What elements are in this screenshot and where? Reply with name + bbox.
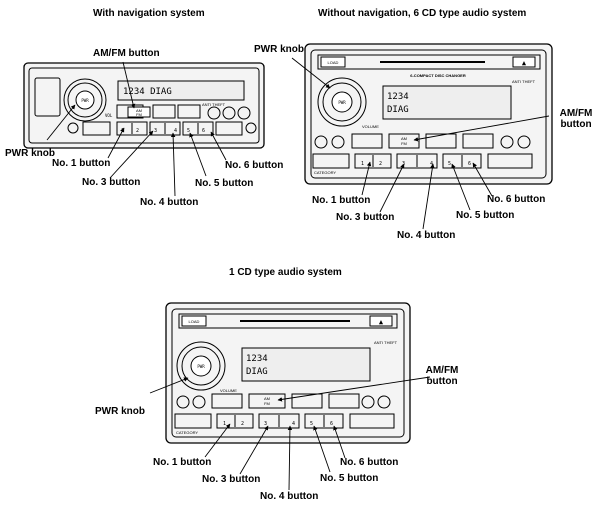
one-cd-amfm-button[interactable]: [248, 393, 286, 409]
nav-preset-4: 4: [174, 128, 177, 134]
six-cd-label-amfm-line1: AM/FM: [559, 108, 593, 119]
six-cd-preset-1: 1: [361, 161, 364, 167]
nav-preset-3: 3: [154, 128, 157, 134]
nav-preset-6: 6: [202, 128, 205, 134]
nav-label-no3: No. 3 button: [82, 177, 141, 188]
nav-antitheft-text: ANTI THEFT: [202, 102, 226, 107]
six-cd-antitheft-text: ANTI THEFT: [512, 79, 536, 84]
nav-preset-1-2[interactable]: [116, 121, 148, 136]
nav-label-pwr: PWR knob: [5, 148, 55, 159]
nav-label-no1: No. 1 button: [52, 158, 111, 169]
one-cd-preset-1: 1: [223, 421, 226, 427]
nav-label-no4: No. 4 button: [140, 197, 199, 208]
one-cd-display-line1: 1234: [246, 354, 268, 364]
six-cd-preset-3-4[interactable]: [396, 153, 438, 169]
one-cd-preset-6: 6: [330, 421, 333, 427]
six-cd-volume-text: VOLUME: [362, 124, 379, 129]
six-cd-label-no1: No. 1 button: [312, 195, 371, 206]
one-cd-preset-5-6[interactable]: [304, 413, 344, 429]
one-cd-pwr-knob[interactable]: PWR: [176, 341, 226, 391]
header-nav: With navigation system: [93, 8, 205, 19]
six-cd-load-button[interactable]: [320, 56, 346, 68]
one-cd-radio-unit: LOAD ▲ PWR VOLUME 1234 DIAG ANTI THEFT A…: [165, 302, 411, 444]
six-cd-pwr-knob[interactable]: PWR: [317, 77, 367, 127]
nav-pwr-knob[interactable]: PWR: [63, 78, 107, 122]
six-cd-display-line2: DIAG: [387, 105, 409, 115]
one-cd-label-amfm-line1: AM/FM: [425, 365, 459, 376]
header-one-cd: 1 CD type audio system: [229, 267, 342, 278]
one-cd-label-pwr: PWR knob: [95, 406, 145, 417]
nav-preset-5-6[interactable]: [182, 121, 214, 136]
one-cd-leader-lines: [149, 376, 431, 491]
one-cd-preset-3: 3: [264, 421, 267, 427]
six-cd-preset-5: 5: [448, 161, 451, 167]
one-cd-eject-icon: ▲: [379, 318, 384, 326]
nav-fm-text: FM: [136, 112, 142, 117]
nav-radio-unit: PWR VOL 1234 DIAG AM FM ANTI THEFT 1 2: [23, 62, 265, 149]
one-cd-fm-text: FM: [264, 401, 270, 406]
one-cd-load-text: LOAD: [189, 319, 200, 324]
six-cd-label-amfm: AM/FM button: [554, 108, 598, 130]
nav-leader-lines: [46, 61, 227, 197]
one-cd-category-text: CATEGORY: [176, 430, 198, 435]
nav-preset-5: 5: [187, 128, 190, 134]
nav-label-amfm: AM/FM button: [93, 48, 160, 59]
six-cd-load-text: LOAD: [328, 60, 339, 65]
one-cd-label-amfm-line2: button: [426, 376, 458, 387]
nav-label-no5: No. 5 button: [195, 178, 254, 189]
six-cd-preset-6: 6: [468, 161, 471, 167]
one-cd-label-no4: No. 4 button: [260, 491, 319, 502]
header-six-cd: Without navigation, 6 CD type audio syst…: [318, 8, 527, 19]
one-cd-display-line2: DIAG: [246, 367, 268, 377]
one-cd-pwr-text: PWR: [197, 364, 205, 369]
six-cd-label-no3: No. 3 button: [336, 212, 395, 223]
one-cd-am-text: AM: [264, 396, 270, 401]
six-cd-am-text: AM: [401, 136, 407, 141]
six-cd-amfm-button[interactable]: [388, 133, 420, 149]
nav-am-text: AM: [136, 108, 142, 113]
nav-vol-text: VOL: [105, 113, 113, 118]
six-cd-pwr-text: PWR: [338, 100, 346, 105]
one-cd-preset-5: 5: [310, 421, 313, 427]
six-cd-label-no6: No. 6 button: [487, 194, 546, 205]
one-cd-label-amfm: AM/FM button: [420, 365, 464, 387]
one-cd-preset-1-2[interactable]: [216, 413, 254, 429]
six-cd-eject-button[interactable]: [512, 56, 536, 68]
one-cd-label-no5: No. 5 button: [320, 473, 379, 484]
six-cd-label-no5: No. 5 button: [456, 210, 515, 221]
six-cd-display: [382, 85, 512, 120]
six-cd-preset-2: 2: [379, 161, 382, 167]
one-cd-preset-2: 2: [241, 421, 244, 427]
six-cd-changer-text: 6-COMPACT DISC CHANGER: [410, 73, 466, 78]
one-cd-label-no3: No. 3 button: [202, 474, 261, 485]
one-cd-preset-3-4[interactable]: [258, 413, 300, 429]
six-cd-radio-unit: LOAD ▲ 6-COMPACT DISC CHANGER PWR VOLUME…: [304, 43, 553, 185]
one-cd-eject-button[interactable]: [369, 315, 393, 327]
six-cd-label-pwr: PWR knob: [254, 44, 304, 55]
one-cd-volume-text: VOLUME: [220, 388, 237, 393]
six-cd-preset-5-6[interactable]: [442, 153, 482, 169]
nav-preset-2: 2: [136, 128, 139, 134]
one-cd-preset-4: 4: [292, 421, 295, 427]
one-cd-label-no1: No. 1 button: [153, 457, 212, 468]
nav-label-no6: No. 6 button: [225, 160, 284, 171]
six-cd-category-text: CATEGORY: [314, 170, 336, 175]
six-cd-fm-text: FM: [401, 141, 407, 146]
six-cd-eject-icon: ▲: [522, 59, 527, 67]
one-cd-display: [241, 347, 371, 382]
one-cd-antitheft-text: ANTI THEFT: [374, 340, 398, 345]
nav-preset-3-4[interactable]: [149, 121, 181, 136]
six-cd-label-no4: No. 4 button: [397, 230, 456, 241]
six-cd-leader-lines: [291, 57, 550, 230]
nav-display: [117, 80, 245, 101]
nav-display-text: 1234 DIAG: [123, 87, 172, 97]
six-cd-display-line1: 1234: [387, 92, 409, 102]
one-cd-load-button[interactable]: [181, 315, 207, 327]
one-cd-label-no6: No. 6 button: [340, 457, 399, 468]
six-cd-label-amfm-line2: button: [560, 119, 592, 130]
nav-pwr-text: PWR: [81, 98, 89, 103]
six-cd-preset-1-2[interactable]: [354, 153, 392, 169]
